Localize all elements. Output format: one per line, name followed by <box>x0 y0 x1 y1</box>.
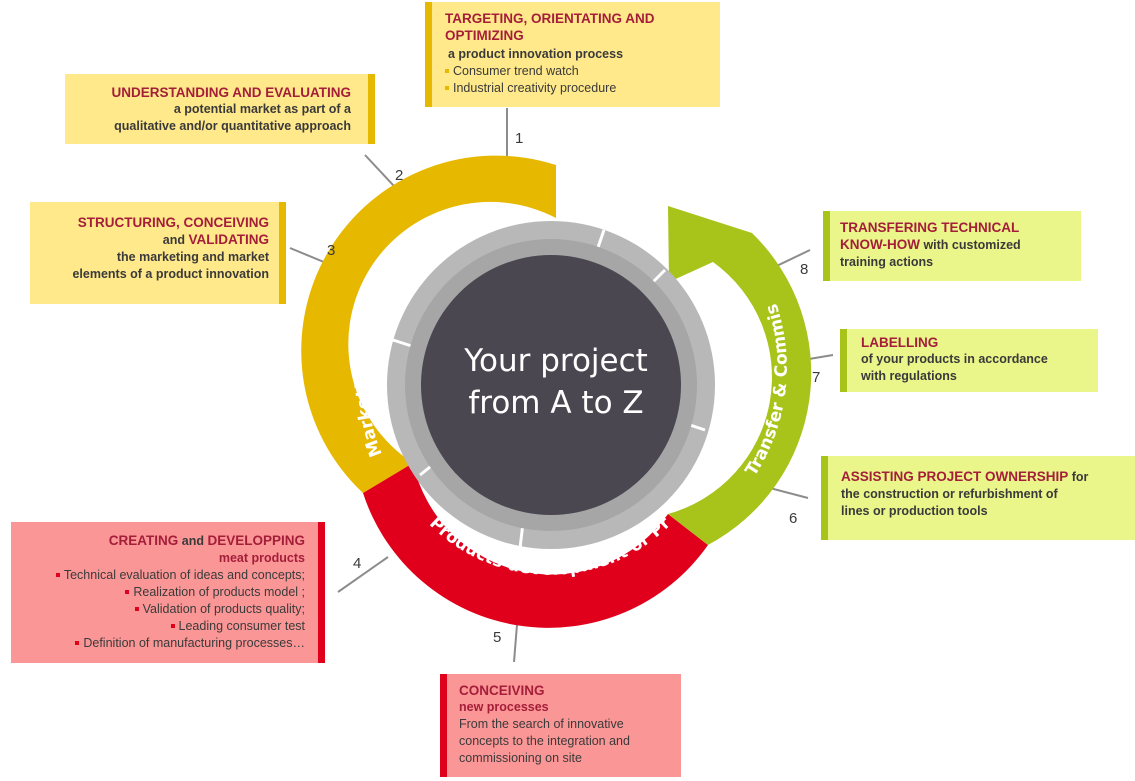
step-number-3: 3 <box>327 242 335 259</box>
step-box-4: CREATING and DEVELOPPING meat products T… <box>11 522 325 663</box>
bullet-icon <box>445 68 449 73</box>
step-box-1: TARGETING, ORIENTATING AND OPTIMIZING a … <box>425 2 720 107</box>
box-4-title: CREATING and DEVELOPPING <box>108 533 305 548</box>
box-4-item-5: Definition of manufacturing processes… <box>21 635 305 652</box>
box-8-title-2: KNOW-HOW with customized <box>840 237 1021 252</box>
center-line-2: from A to Z <box>468 385 644 421</box>
box-7-line-2: with regulations <box>861 369 957 383</box>
box-7-line-1: of your products in accordance <box>861 352 1048 366</box>
bullet-icon <box>125 589 130 594</box>
step-number-8: 8 <box>800 261 808 278</box>
box-5-subtitle: new processes <box>459 700 549 714</box>
transfer-arc <box>668 206 812 545</box>
box-4-subtitle: meat products <box>218 551 305 565</box>
box-5-line-3: commissioning on site <box>459 751 582 765</box>
box-6-line-1: the construction or refurbishment of <box>841 487 1058 501</box>
step-number-2: 2 <box>395 167 403 184</box>
step-number-6: 6 <box>789 510 797 527</box>
box-7-title: LABELLING <box>861 335 939 350</box>
center-circle <box>421 255 681 515</box>
center-label: Your project from A to Z <box>436 340 676 424</box>
step-box-2: UNDERSTANDING AND EVALUATING a potential… <box>65 74 375 144</box>
step-box-8: TRANSFERING TECHNICAL KNOW-HOW with cust… <box>823 211 1081 281</box>
connector-4 <box>337 556 389 593</box>
box-2-line-2: qualitative and/or quantitative approach <box>114 119 351 133</box>
box-1-item-2: Industrial creativity procedure <box>445 80 710 97</box>
box-2-title: UNDERSTANDING AND EVALUATING <box>111 85 352 100</box>
step-box-5: CONCEIVING new processes From the search… <box>440 674 681 777</box>
marketing-arc <box>301 155 556 493</box>
box-5-line-1: From the search of innovative <box>459 717 624 731</box>
products-arc <box>363 463 708 628</box>
step-box-3: STRUCTURING, CONCEIVING and VALIDATING t… <box>30 202 286 304</box>
bullet-icon <box>75 640 80 645</box>
box-3-title-line-2: and VALIDATING <box>162 232 269 247</box>
bullet-icon <box>445 85 449 90</box>
bullet-icon <box>134 606 139 611</box>
center-line-1: Your project <box>464 343 648 379</box>
step-number-1: 1 <box>515 130 523 147</box>
box-4-item-4: Leading consumer test <box>21 618 305 635</box>
step-numbers: 1 2 3 4 5 6 7 8 <box>327 130 820 646</box>
step-number-7: 7 <box>812 369 820 386</box>
box-3-line-2: elements of a product innovation <box>72 267 269 281</box>
box-4-item-3: Validation of products quality; <box>21 601 305 618</box>
box-6-title: ASSISTING PROJECT OWNERSHIP for <box>841 469 1089 484</box>
bullet-icon <box>170 623 175 628</box>
step-number-5: 5 <box>493 629 501 646</box>
step-box-6: ASSISTING PROJECT OWNERSHIP for the cons… <box>821 456 1135 540</box>
box-1-item-1: Consumer trend watch <box>445 63 710 80</box>
box-2-line-1: a potential market as part of a <box>173 102 351 116</box>
box-4-item-1: Technical evaluation of ideas and concep… <box>21 567 305 584</box>
box-3-line-1: the marketing and market <box>116 250 269 264</box>
box-6-line-2: lines or production tools <box>841 504 988 518</box>
box-1-title-1: TARGETING, ORIENTATING AND <box>445 11 655 26</box>
box-5-title: CONCEIVING <box>459 683 545 698</box>
box-1-subtitle: a product innovation process <box>448 47 624 61</box>
step-box-7: LABELLING of your products in accordance… <box>840 329 1098 392</box>
box-1-title-2: OPTIMIZING <box>445 28 524 43</box>
step-number-4: 4 <box>353 555 361 572</box>
box-8-title-1: TRANSFERING TECHNICAL <box>840 220 1020 235</box>
box-4-item-2: Realization of products model ; <box>21 584 305 601</box>
box-8-line-1: training actions <box>840 255 934 269</box>
box-3-title: STRUCTURING, CONCEIVING <box>77 215 269 230</box>
bullet-icon <box>55 572 60 577</box>
box-5-line-2: concepts to the integration and <box>459 734 630 748</box>
